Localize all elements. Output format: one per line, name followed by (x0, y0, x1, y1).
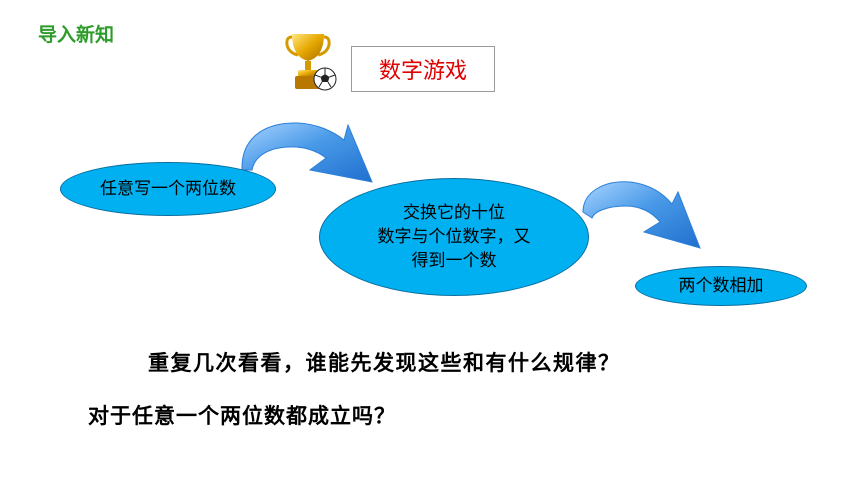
step-bubble-2: 交换它的十位 数字与个位数字，又 得到一个数 (319, 178, 589, 296)
trophy-soccer-icon (285, 34, 337, 91)
question-2: 对于任意一个两位数都成立吗？ (88, 404, 396, 428)
step-bubble-3: 两个数相加 (635, 266, 807, 306)
step-2-line: 数字与个位数字，又 (377, 227, 531, 247)
step-2-line: 得到一个数 (411, 251, 497, 271)
section-label: 导入新知 (38, 24, 115, 46)
question-1: 重复几次看看，谁能先发现这些和有什么规律？ (148, 351, 621, 375)
curved-arrow-icon (241, 122, 373, 183)
step-bubble-1: 任意写一个两位数 (60, 162, 276, 216)
step-2-line: 交换它的十位 (403, 203, 505, 223)
title-box: 数字游戏 (351, 46, 495, 92)
curved-arrow-icon (582, 181, 701, 249)
